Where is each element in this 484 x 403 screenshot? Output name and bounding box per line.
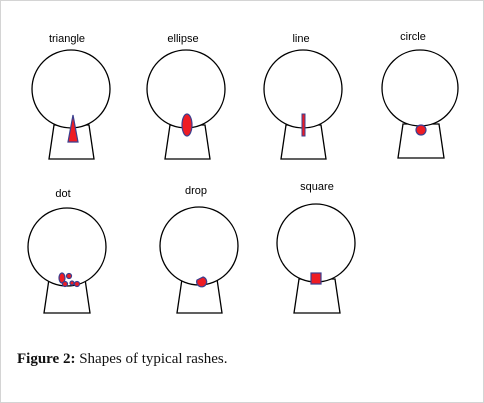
label-ellipse: ellipse xyxy=(167,33,198,45)
label-line: line xyxy=(292,33,309,45)
figure-circle: circle xyxy=(381,31,459,159)
caption-text: Shapes of typical rashes. xyxy=(75,351,228,367)
label-triangle: triangle xyxy=(49,33,85,45)
rash-ellipse xyxy=(181,113,193,137)
rash-dot xyxy=(69,280,75,286)
rash-drop xyxy=(196,276,208,288)
rash-dot xyxy=(61,280,69,288)
head-drop xyxy=(159,206,239,286)
caption-label: Figure 2: xyxy=(17,351,76,367)
head-circle xyxy=(381,49,459,127)
label-circle: circle xyxy=(400,31,426,43)
head-triangle xyxy=(31,49,111,129)
figure-triangle: triangle xyxy=(31,33,111,160)
label-drop: drop xyxy=(185,185,207,197)
rash-triangle xyxy=(67,114,79,143)
figure-dot: dot xyxy=(27,188,107,314)
rash-dot xyxy=(65,272,73,280)
rash-square xyxy=(310,272,322,285)
head-square xyxy=(276,203,356,283)
figure-drop: drop xyxy=(159,185,239,314)
rash-circle xyxy=(415,124,427,136)
rash-dot xyxy=(58,272,66,284)
rash-line xyxy=(301,113,306,137)
figure-caption: Figure 2: Shapes of typical rashes. xyxy=(17,351,228,368)
figure-line: line xyxy=(263,33,343,160)
label-square: square xyxy=(300,181,334,193)
figure-ellipse: ellipse xyxy=(146,33,226,160)
label-dot: dot xyxy=(55,188,70,200)
rash-dot xyxy=(73,280,81,288)
figure-square: square xyxy=(276,181,356,314)
